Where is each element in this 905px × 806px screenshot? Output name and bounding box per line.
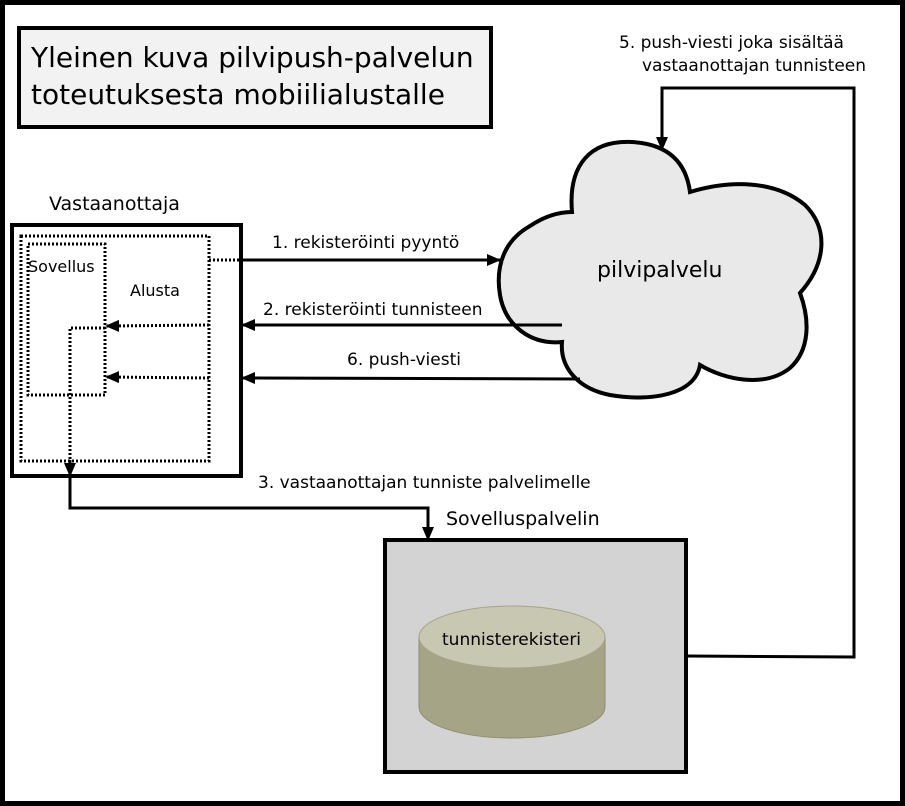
server-box: tunnisterekisteri <box>383 538 688 774</box>
step-5-arrow <box>656 86 856 659</box>
cloud-shape <box>496 139 824 400</box>
platform-label: Alusta <box>130 281 180 300</box>
platform-box <box>19 234 211 463</box>
database-cylinder <box>418 605 606 739</box>
step-3-label: 3. vastaanottajan tunniste palvelimelle <box>258 473 591 493</box>
step-6-arrow: 6. push-viesti <box>105 350 581 385</box>
cloud-service: pilvipalvelu <box>496 139 824 400</box>
step-5-label-line-2: vastaanottajan tunnisteen <box>642 56 866 76</box>
server-label: Sovelluspalvelin <box>446 508 600 530</box>
cloud-label: pilvipalvelu <box>597 258 723 283</box>
app-box <box>26 242 107 397</box>
title-box: Yleinen kuva pilvipush-palvelun toteutuk… <box>17 26 493 129</box>
database-label: tunnisterekisteri <box>442 630 581 650</box>
step-1-label: 1. rekisteröinti pyyntö <box>272 233 459 253</box>
step-3-arrow: 3. vastaanottajan tunniste palvelimelle <box>64 460 591 541</box>
step-2-label: 2. rekisteröinti tunnisteen <box>263 300 482 320</box>
step-2-arrow: 2. rekisteröinti tunnisteen <box>105 300 562 332</box>
title-line-2: toteutuksesta mobiilialustalle <box>31 78 445 111</box>
title-line-1: Yleinen kuva pilvipush-palvelun <box>30 41 474 74</box>
app-label: Sovellus <box>28 257 95 276</box>
step-5-label-line-1: 5. push-viesti joka sisältää <box>619 33 844 53</box>
step-1-arrow: 1. rekisteröinti pyyntö <box>209 233 501 266</box>
receiver-box: Sovellus Alusta <box>10 223 243 478</box>
step-6-label: 6. push-viesti <box>347 350 461 370</box>
receiver-label: Vastaanottaja <box>49 193 180 215</box>
